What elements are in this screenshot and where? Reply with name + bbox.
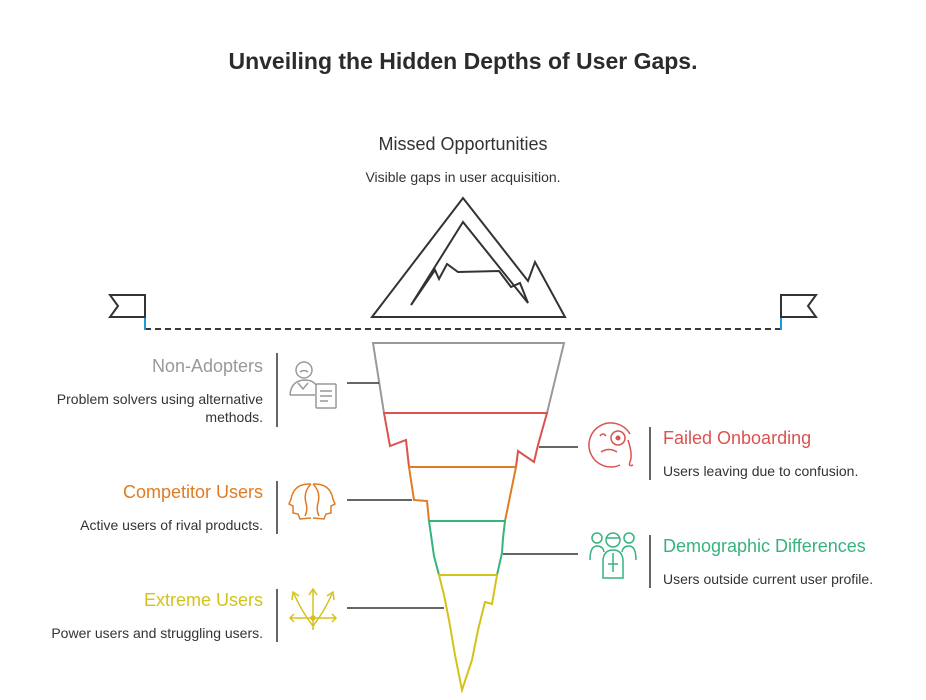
diverging-arrows-icon — [288, 587, 338, 630]
non-adopters-heading: Non-Adopters — [151, 356, 263, 376]
demographic-differences-description: Users outside current user profile. — [663, 571, 874, 587]
connectors — [347, 382, 578, 609]
missed-opportunities-heading: Missed Opportunities — [378, 134, 548, 154]
non-adopters-description-line-1: Problem solvers using alternative — [56, 391, 263, 407]
layer-failed-onboarding — [382, 412, 549, 468]
failed-onboarding-description: Users leaving due to confusion. — [663, 463, 859, 479]
person-document-icon — [289, 361, 337, 409]
page-title: Unveiling the Hidden Depths of User Gaps… — [228, 48, 698, 74]
confused-face-icon — [588, 422, 634, 468]
mountain-icon — [369, 196, 567, 318]
missed-opportunities-description: Visible gaps in user acquisition. — [365, 169, 561, 185]
layer-competitor-users — [407, 466, 518, 522]
competitor-users-heading: Competitor Users — [122, 482, 263, 502]
layer-demographic-differences — [427, 520, 507, 576]
side-bars — [276, 353, 651, 642]
failed-onboarding-heading: Failed Onboarding — [663, 428, 812, 448]
layer-extreme-users — [437, 574, 499, 694]
right-flag-icon — [780, 294, 818, 330]
left-flag-icon — [108, 294, 146, 330]
demographic-differences-heading: Demographic Differences — [663, 536, 866, 556]
layer-non-adopters — [371, 342, 566, 414]
extreme-users-description: Power users and struggling users. — [51, 625, 263, 641]
non-adopters-description-line-2: methods. — [205, 409, 263, 425]
group-people-icon — [589, 532, 637, 579]
two-heads-icon — [288, 483, 336, 520]
extreme-users-heading: Extreme Users — [143, 590, 263, 610]
competitor-users-description: Active users of rival products. — [80, 517, 263, 533]
